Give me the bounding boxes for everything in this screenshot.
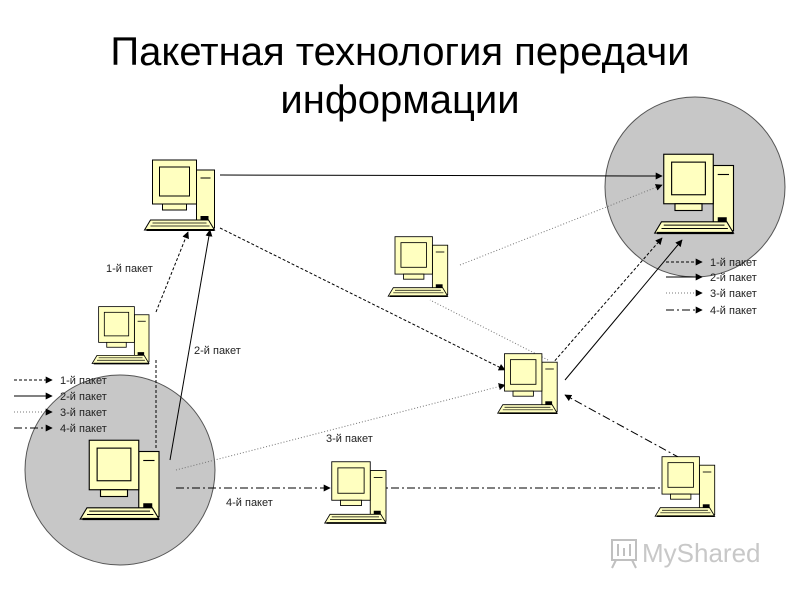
legend-left-item-3: 3-й пакет	[60, 407, 107, 419]
packet-3-route	[175, 184, 663, 471]
route-label-packet-3: 3-й пакет	[326, 433, 373, 445]
legend-left: 1-й пакет 2-й пакет 3-й пакет 4-й пакет	[14, 375, 107, 435]
slide-title: Пакетная технология передачи информации	[0, 28, 800, 124]
computer-destination-icon	[653, 152, 735, 235]
computer-bottom-right-icon	[654, 455, 716, 518]
watermark-text: MyShared	[642, 538, 761, 568]
route-label-packet-2: 2-й пакет	[194, 345, 241, 357]
computer-top-left-icon	[143, 158, 216, 232]
legend-right-item-1: 1-й пакет	[710, 257, 757, 269]
watermark-logo-icon	[611, 539, 637, 569]
computer-center-top-icon	[387, 235, 449, 298]
computer-source-icon	[78, 438, 161, 521]
computer-center-icon	[496, 352, 559, 415]
title-line-1: Пакетная технология передачи	[110, 30, 690, 74]
packet-4-route	[176, 394, 681, 492]
legend-left-item-1: 1-й пакет	[60, 375, 107, 387]
title-line-2: информации	[280, 78, 520, 122]
computer-bottom-middle-icon	[323, 460, 387, 524]
route-label-packet-1: 1-й пакет	[106, 263, 153, 275]
route-label-packet-4: 4-й пакет	[226, 497, 273, 509]
legend-right: 1-й пакет 2-й пакет 3-й пакет 4-й пакет	[666, 257, 757, 317]
legend-right-item-2: 2-й пакет	[710, 272, 757, 284]
packet-1-route	[155, 227, 663, 448]
legend-left-item-2: 2-й пакет	[60, 391, 107, 403]
legend-right-item-4: 4-й пакет	[710, 305, 757, 317]
legend-right-item-3: 3-й пакет	[710, 288, 757, 300]
watermark: MyShared	[611, 538, 761, 569]
packet-2-route	[169, 172, 683, 461]
computer-mid-left-icon	[91, 305, 151, 365]
legend-left-item-4: 4-й пакет	[60, 423, 107, 435]
